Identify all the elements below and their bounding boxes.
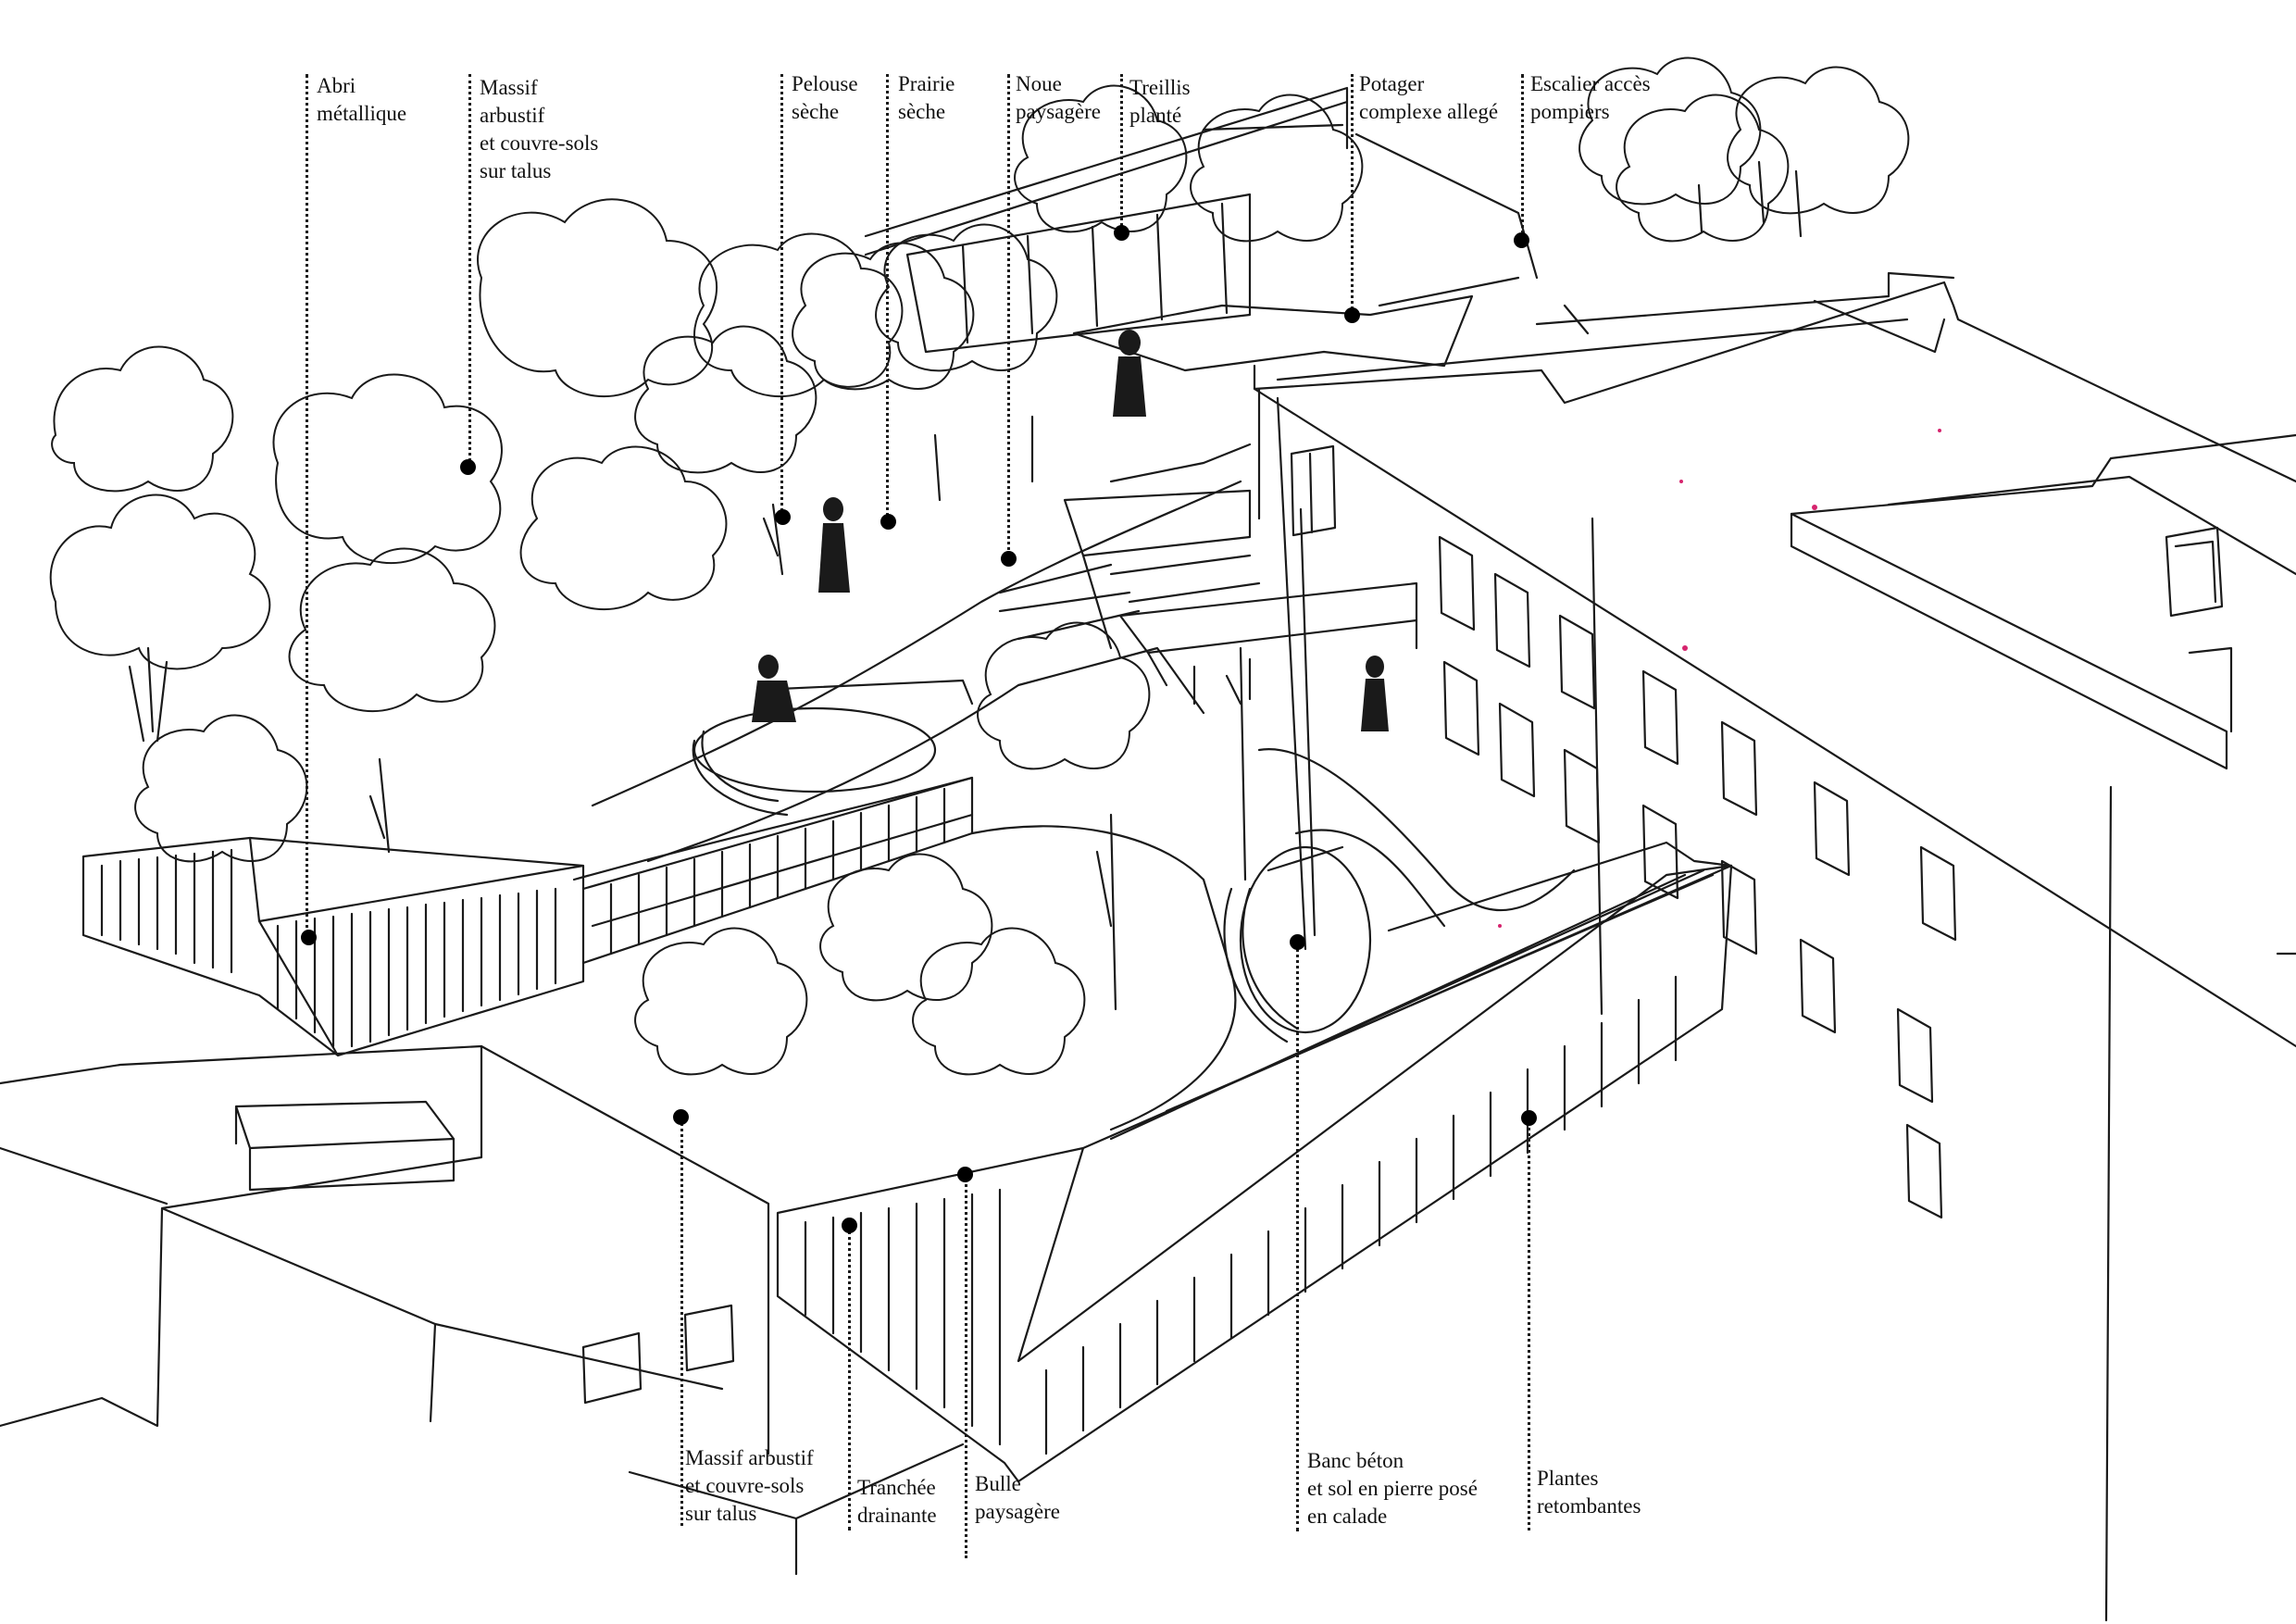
leader-plantes xyxy=(1528,1118,1530,1530)
dot-massif-bottom xyxy=(673,1109,689,1125)
dot-massif-top xyxy=(460,459,476,475)
people-figures xyxy=(752,330,1389,731)
pink-marks xyxy=(1498,429,1941,928)
leader-escalier xyxy=(1521,74,1524,241)
dot-abri xyxy=(301,930,317,945)
label-escalier: Escalier accès pompiers xyxy=(1530,72,1651,123)
tree-foliage xyxy=(49,56,1910,1076)
back-wall xyxy=(864,86,1349,256)
label-banc-beton: Banc béton et sol en pierre posé en cala… xyxy=(1307,1449,1478,1528)
bottom-planter xyxy=(776,864,1733,1483)
dot-pelouse xyxy=(775,509,791,525)
treillis-frame xyxy=(905,193,1252,354)
main-building xyxy=(1253,281,2296,1048)
dot-noue xyxy=(1001,551,1017,567)
label-massif-bottom: Massif arbustif et couvre-sols sur talus xyxy=(685,1446,814,1525)
leader-treillis xyxy=(1120,74,1123,231)
dot-escalier xyxy=(1514,232,1529,248)
leader-prairie xyxy=(886,74,889,521)
label-treillis-plante: Treillis planté xyxy=(1129,76,1191,127)
dot-bulle xyxy=(957,1167,973,1182)
label-abri-metallique: Abri métallique xyxy=(317,74,407,125)
dot-plantes xyxy=(1521,1110,1537,1126)
leader-massif-bottom xyxy=(680,1118,683,1526)
leader-tranchee xyxy=(848,1225,851,1530)
dot-tranchee xyxy=(842,1218,857,1233)
label-prairie-seche: Prairie sèche xyxy=(898,72,955,123)
dot-treillis xyxy=(1114,225,1129,241)
leader-bulle xyxy=(965,1174,967,1558)
leader-banc xyxy=(1296,943,1299,1531)
label-potager: Potager complexe allegé xyxy=(1359,72,1499,123)
label-massif-top: Massif arbustif et couvre-sols sur talus xyxy=(480,76,599,182)
leader-pelouse xyxy=(780,74,783,517)
label-pelouse-seche: Pelouse sèche xyxy=(792,72,858,123)
dot-potager xyxy=(1344,307,1360,323)
label-plantes-retombantes: Plantes retombantes xyxy=(1537,1467,1641,1518)
dot-banc xyxy=(1290,934,1305,950)
leader-noue xyxy=(1007,74,1010,557)
banc-beton xyxy=(1239,845,1372,1034)
abri-metallique xyxy=(81,836,585,1057)
label-noue-paysagere: Noue paysagère xyxy=(1016,72,1101,123)
label-tranchee-drainante: Tranchée drainante xyxy=(857,1476,937,1527)
leader-abri xyxy=(306,74,308,935)
leader-massif-top xyxy=(468,74,471,468)
leader-potager xyxy=(1351,74,1354,315)
left-building xyxy=(0,1044,483,1428)
label-bulle-paysagere: Bulle paysagère xyxy=(975,1472,1060,1523)
dot-prairie xyxy=(880,514,896,530)
